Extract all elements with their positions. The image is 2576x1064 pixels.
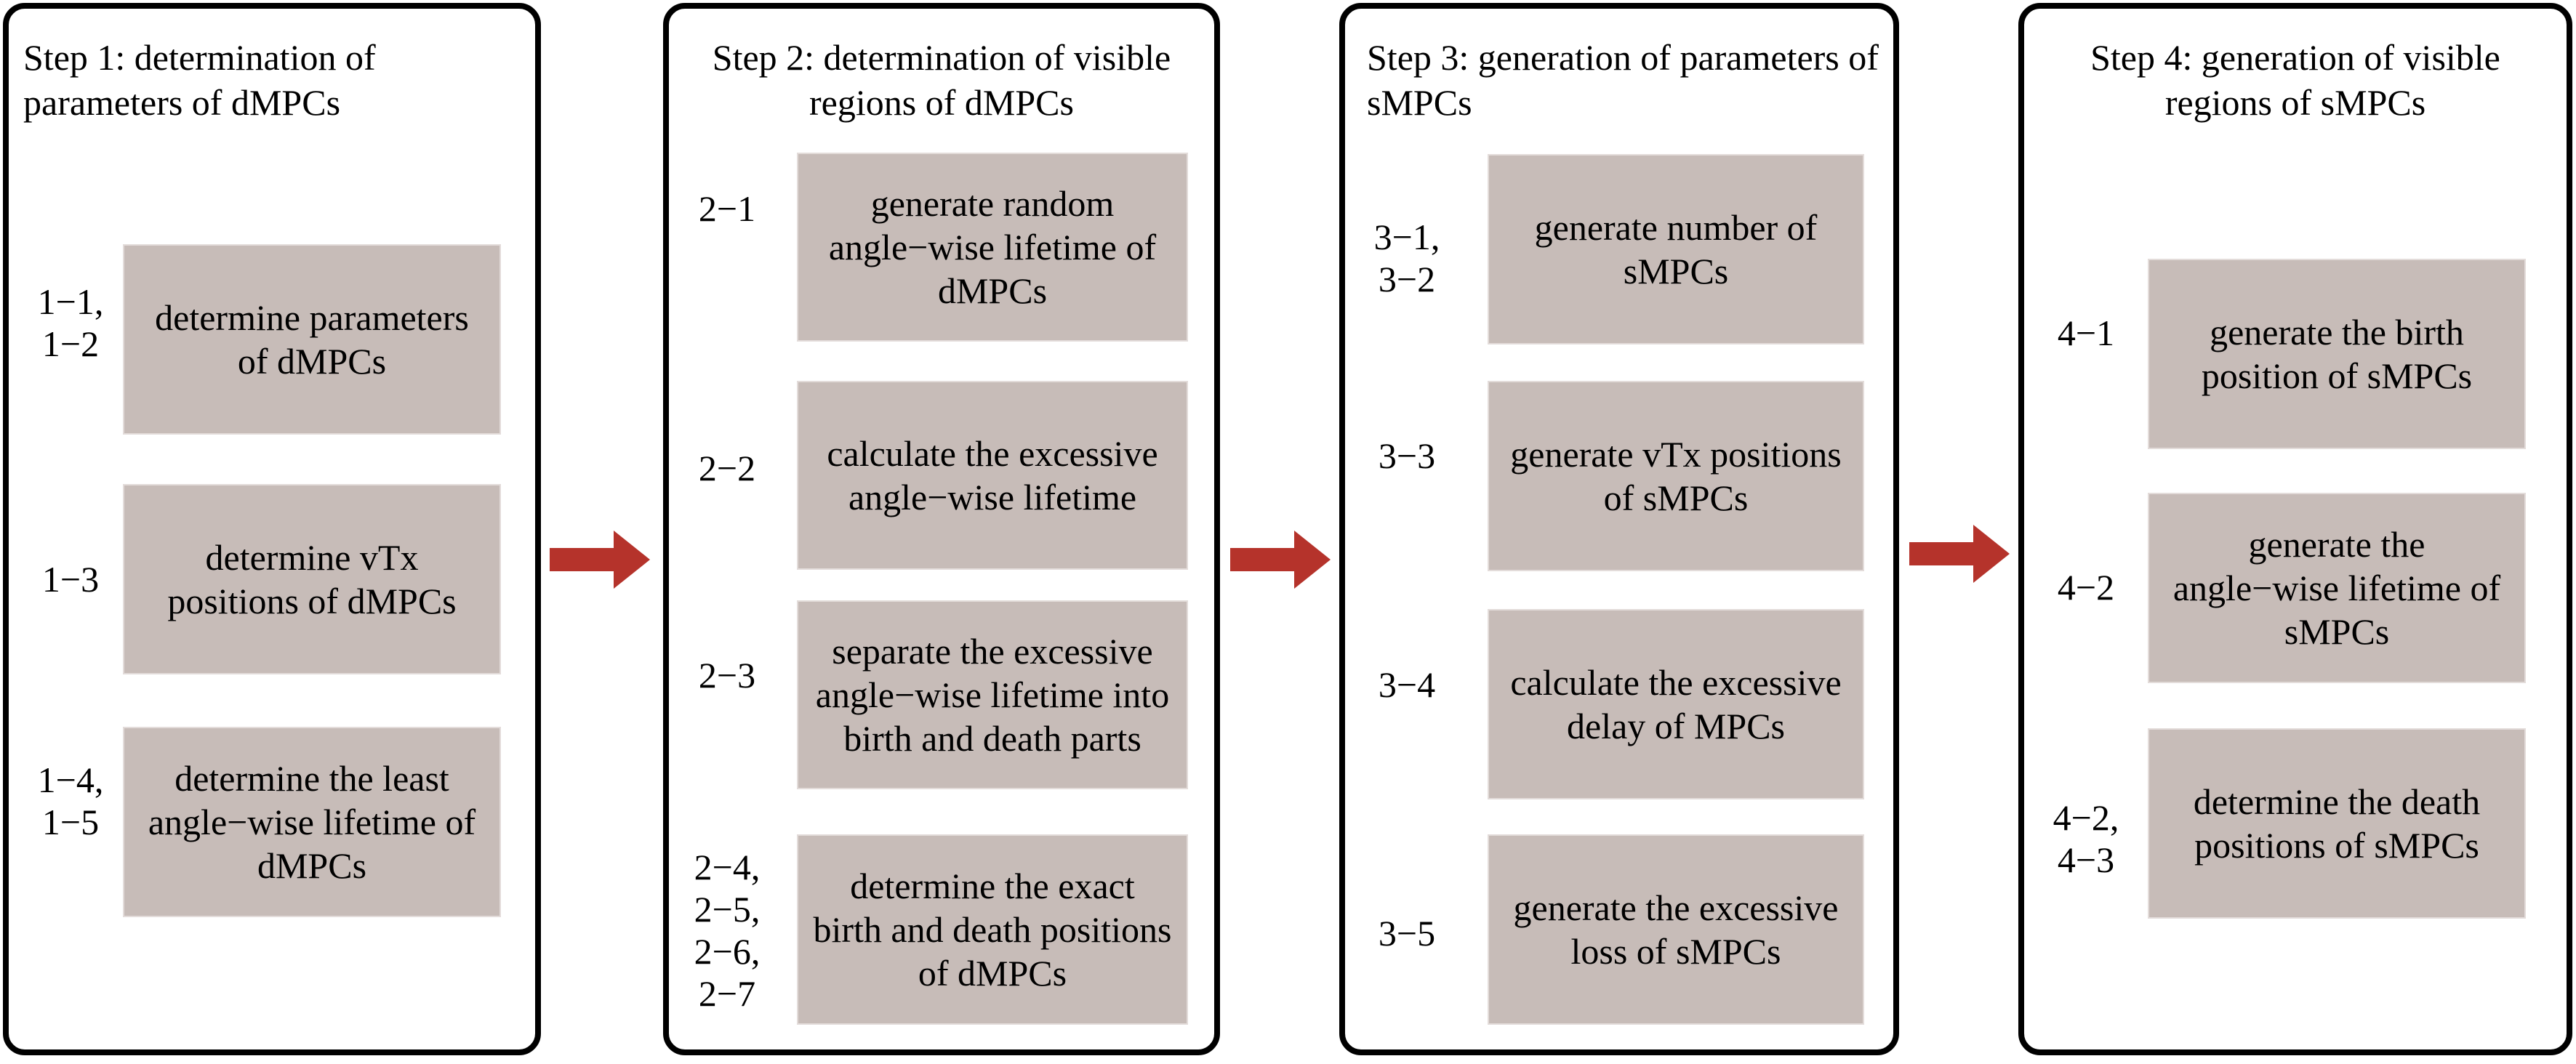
step-2-panel: Step 2: determination of visible regions… [663, 3, 1220, 1055]
arrow-step-3-to-4-shape [1909, 525, 2010, 583]
step-1-title: Step 1: determination of parameters of d… [23, 37, 376, 123]
step-1-panel: Step 1: determination of parameters of d… [3, 3, 541, 1055]
step-4-row-1-tag: 4−1 [2057, 313, 2115, 353]
step-2-row-1-tag: 2−1 [698, 188, 756, 229]
step-1-row-1-tag: 1−1, 1−2 [37, 281, 104, 364]
step-3-row-4-tag: 3−5 [1378, 913, 1436, 954]
step-4-row-3-box: determine the death positions of sMPCs [2148, 728, 2526, 919]
step-2-row-4-tag: 2−4, 2−5, 2−6, 2−7 [694, 847, 761, 1014]
step-3-title: Step 3: generation of parameters of sMPC… [1367, 37, 1879, 123]
step-4-panel: Step 4: generation of visible regions of… [2018, 3, 2572, 1055]
step-2-row-1-box: generate random angle−wise lifetime of d… [797, 153, 1188, 342]
step-3-row-3-box: calculate the excessive delay of MPCs [1488, 609, 1864, 799]
step-3-row-3-tag: 3−4 [1378, 664, 1436, 705]
step-2-row-2-box: calculate the excessive angle−wise lifet… [797, 381, 1188, 570]
step-1-row-1-box: determine parameters of dMPCs [123, 244, 501, 435]
step-2-row-3-tag: 2−3 [698, 655, 756, 696]
step-4-row-2-box: generate the angle−wise lifetime of sMPC… [2148, 493, 2526, 683]
step-4-row-2-tag: 4−2 [2057, 567, 2115, 608]
step-4-row-3-tag: 4−2, 4−3 [2053, 797, 2119, 880]
arrow-step-2-to-3-shape [1230, 531, 1331, 589]
step-2-row-4-box: determine the exact birth and death posi… [797, 834, 1188, 1025]
step-1-row-3-tag: 1−4, 1−5 [37, 759, 104, 842]
step-4-row-1-box: generate the birth position of sMPCs [2148, 259, 2526, 449]
arrow-step-1-to-2-shape [550, 531, 650, 589]
step-4-title: Step 4: generation of visible regions of… [2090, 37, 2500, 123]
step-1-row-3-box: determine the least angle−wise lifetime … [123, 727, 501, 917]
step-3-row-4-box: generate the excessive loss of sMPCs [1488, 834, 1864, 1025]
step-2-row-3-box: separate the excessive angle−wise lifeti… [797, 600, 1188, 789]
arrow-step-3-to-4 [1909, 525, 2010, 583]
step-1-row-2-tag: 1−3 [41, 559, 100, 600]
step-3-row-1-box: generate number of sMPCs [1488, 154, 1864, 344]
arrow-step-1-to-2 [550, 531, 650, 589]
step-2-title: Step 2: determination of visible regions… [712, 37, 1171, 123]
step-3-row-2-tag: 3−3 [1378, 435, 1436, 476]
step-1-row-2-box: determine vTx positions of dMPCs [123, 484, 501, 674]
step-3-panel: Step 3: generation of parameters of sMPC… [1339, 3, 1899, 1055]
arrow-step-2-to-3 [1230, 531, 1331, 589]
step-3-row-1-tag: 3−1, 3−2 [1373, 217, 1440, 299]
step-3-row-2-box: generate vTx positions of sMPCs [1488, 381, 1864, 571]
step-2-row-2-tag: 2−2 [698, 448, 756, 488]
